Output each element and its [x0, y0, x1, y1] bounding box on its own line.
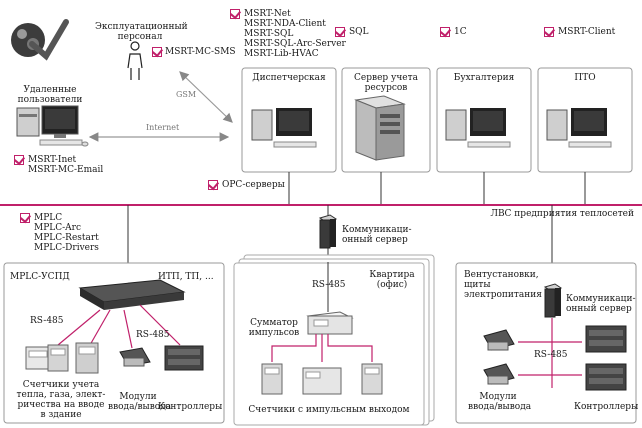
controllers-left-label: Контроллеры — [158, 402, 223, 412]
controllers-right — [585, 325, 627, 391]
dispatch-software: MSRT-Net MSRT-NDA-Client MSRT-SQL MSRT-S… — [244, 9, 346, 59]
accounting-computer — [445, 108, 511, 148]
uspd-device — [78, 279, 186, 310]
meters-heat-label: Счетчики учета тепла, газа, элект- ричес… — [16, 380, 106, 420]
itp-label: ИТП, ТП, ... — [158, 272, 214, 282]
check-icon — [20, 213, 30, 223]
rs485-label: RS-485 — [312, 280, 346, 290]
logo-emblem — [11, 19, 69, 61]
lan-bus-label: ЛВС предприятия теплосетей — [490, 209, 634, 219]
comm-server-right — [543, 283, 563, 318]
pulse-meters — [261, 363, 383, 395]
client-software: MSRT-Client — [558, 27, 616, 37]
check-icon — [544, 27, 554, 37]
check-icon — [230, 9, 240, 19]
gsm-label: GSM — [176, 90, 197, 99]
apartment-label: Квартира (офис) — [369, 270, 415, 290]
pulse-wiring — [271, 334, 373, 362]
pulse-adder-device — [306, 311, 354, 335]
comm-server-right-label: Коммуникаци- онный сервер — [566, 294, 636, 314]
personnel-label: Эксплуатационный персонал — [95, 22, 188, 42]
rs485-label: RS-485 — [136, 330, 170, 340]
check-icon — [440, 27, 450, 37]
meters-left — [25, 342, 99, 374]
rs485-label: RS-485 — [30, 316, 64, 326]
check-icon — [208, 180, 218, 190]
internet-label: Internet — [146, 123, 180, 132]
check-icon — [152, 47, 162, 57]
comm-server-center — [318, 214, 338, 249]
check-icon — [14, 155, 24, 165]
io-modules-right — [483, 329, 515, 385]
accounting-label: Бухгалтерия — [453, 73, 515, 83]
ventilation-label: Вентустановки, щиты электропитания — [464, 270, 542, 300]
mplc-area-box — [3, 262, 225, 424]
mplc-software: MPLC MPLC-Arc MPLC-Restart MPLC-Drivers — [34, 213, 99, 253]
remote-users-label: Удаленные пользователи — [17, 85, 83, 105]
comm-server-center-label: Коммуникаци- онный сервер — [342, 225, 412, 245]
pto-label: ПТО — [574, 73, 596, 83]
io-module-left — [119, 347, 151, 367]
rs485-right-lines — [518, 318, 582, 388]
sql-software: SQL — [349, 27, 369, 37]
remote-software: MSRT-Inet MSRT-MC-Email — [28, 155, 104, 175]
io-modules-right-label: Модули ввода/вывода — [468, 392, 532, 412]
pulse-adder-label: Сумматор импульсов — [248, 318, 300, 338]
mplc-uspd-label: MPLC-УСПД — [10, 272, 70, 282]
onec-software: 1С — [454, 27, 467, 37]
pto-computer — [546, 108, 612, 148]
server-label: Сервер учета ресурсов — [354, 73, 418, 93]
server-tower — [354, 95, 406, 161]
pulse-meters-label: Счетчики с импульсным выходом — [248, 405, 410, 415]
gsm-link — [179, 71, 233, 123]
rs485-label: RS-485 — [534, 350, 568, 360]
controllers-right-label: Контроллеры — [574, 402, 639, 412]
rs485-left-lines — [57, 304, 181, 349]
sms-software: MSRT-MC-SMS — [165, 47, 236, 57]
controller-left — [164, 345, 204, 371]
opc-software: OPC-серверы — [222, 180, 285, 190]
person-icon — [127, 41, 143, 80]
io-modules-left-label: Модули ввода/вывода — [108, 392, 172, 412]
check-icon — [335, 27, 345, 37]
dispatch-computer — [251, 108, 317, 148]
dispatch-label: Диспетчерская — [252, 73, 326, 83]
remote-user-computer — [16, 105, 89, 147]
bus-drops — [288, 172, 586, 205]
